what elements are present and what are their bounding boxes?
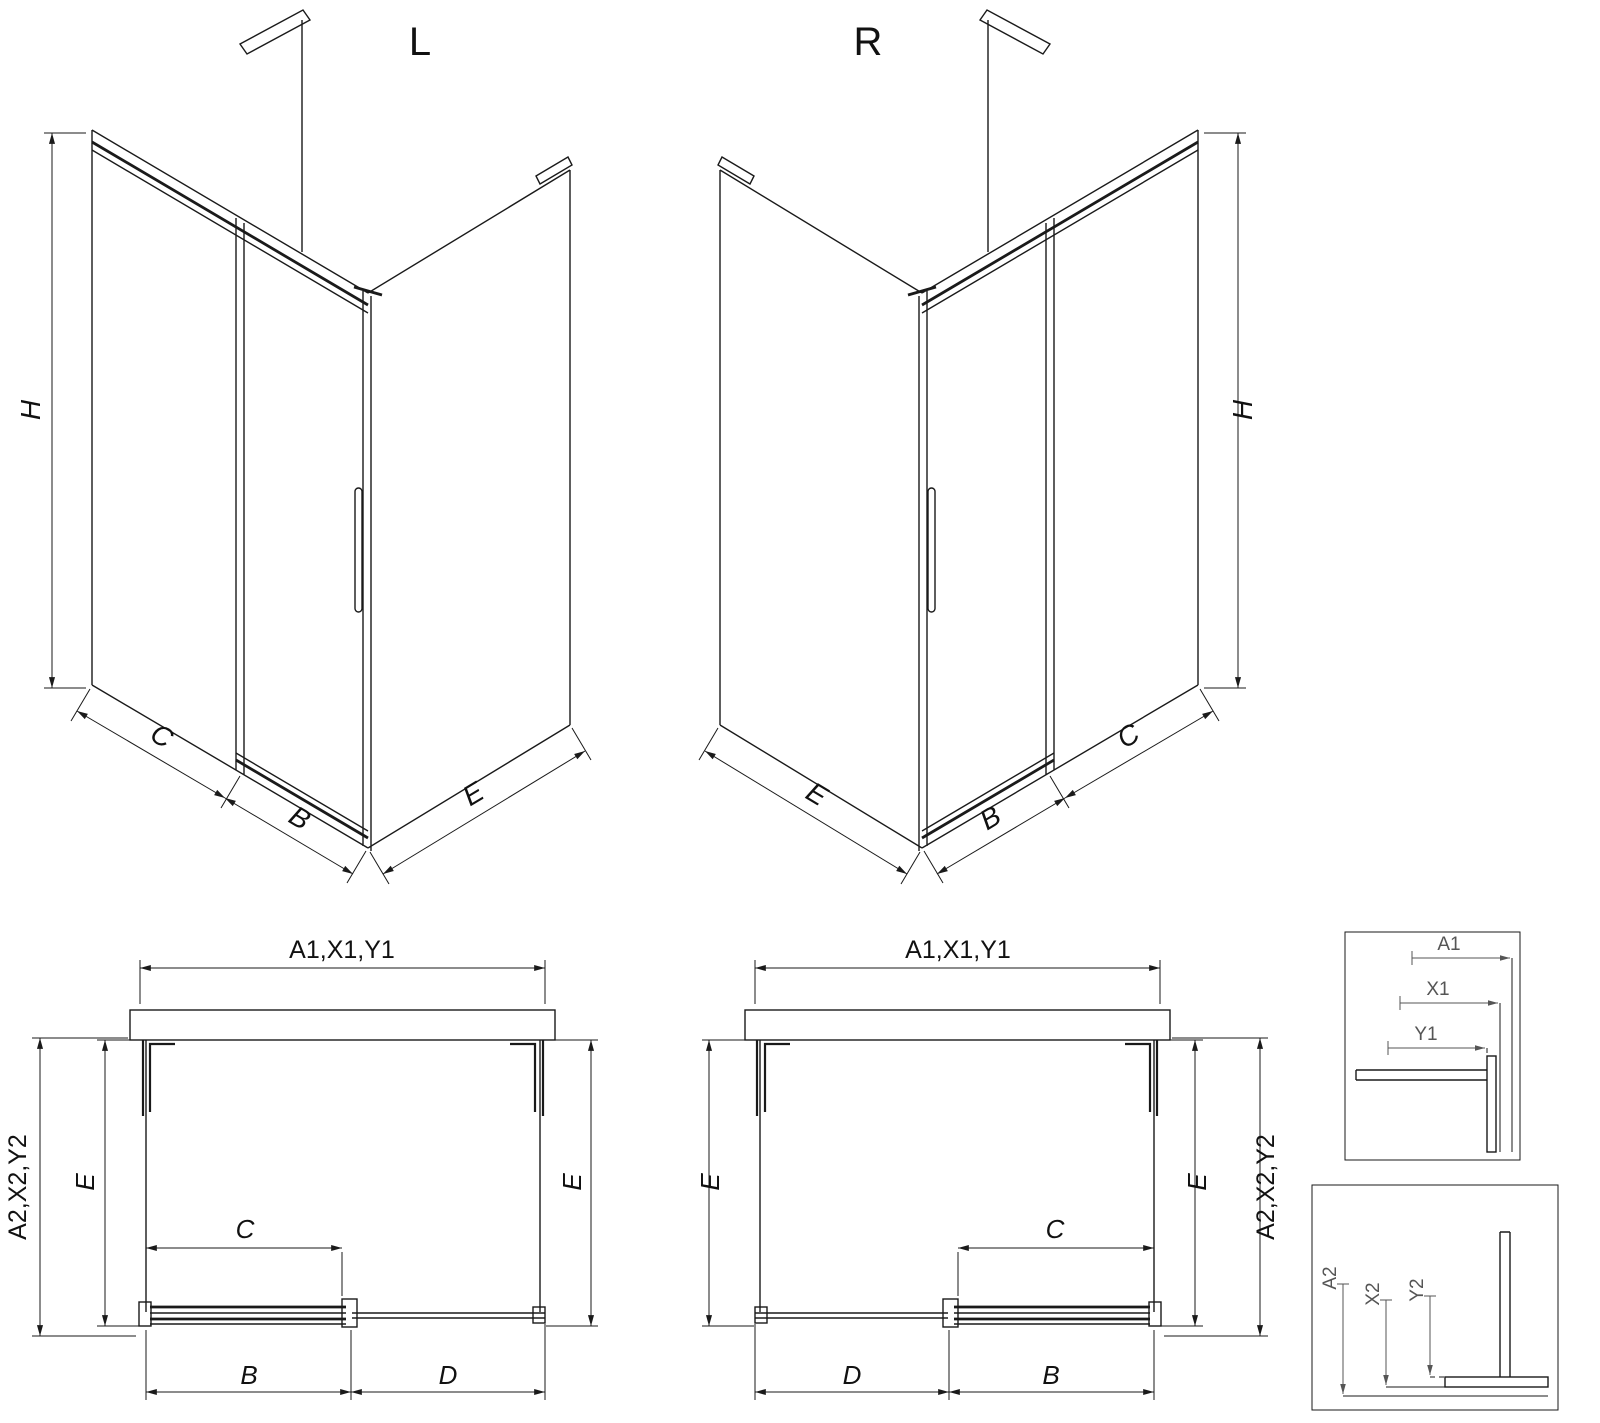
detail-width-glass-section (1486, 1055, 1497, 1153)
plan-left-width-label: A1,X1,Y1 (289, 936, 395, 964)
plan-view-right: A1,X1,Y1 A2,X2,Y2 E E C B D (695, 936, 1280, 1400)
plan-left-depth-outer-label: A2,X2,Y2 (4, 1134, 32, 1240)
iso-view-left: L H C B E (15, 10, 591, 884)
iso-right-title: R (854, 20, 883, 64)
iso-right-geometry (699, 10, 1246, 884)
detail-width-frame (1344, 931, 1521, 1161)
iso-left-height-label: H (15, 399, 46, 420)
detail-y2-label: Y2 (1407, 1278, 1428, 1301)
plan-right-width-label: A1,X1,Y1 (905, 936, 1011, 964)
detail-a2-label: A2 (1320, 1266, 1341, 1289)
detail-width-wall-profile (1355, 1069, 1487, 1081)
plan-right-depth-right-label: E (1182, 1173, 1212, 1191)
plan-left-opening-label: C (236, 1214, 255, 1244)
detail-x2-label: X2 (1363, 1282, 1384, 1305)
detail-y1-label: Y1 (1414, 1024, 1437, 1045)
plan-left-depth-right-label: E (557, 1173, 587, 1191)
detail-width-section: A1 X1 Y1 (1344, 931, 1521, 1161)
detail-depth-wall-profile (1499, 1231, 1511, 1377)
iso-left-title: L (409, 20, 431, 64)
detail-width-reference-lines (1499, 958, 1513, 1152)
plan-right-depth-left-label: E (695, 1173, 725, 1191)
iso-right-height-label: H (1227, 399, 1258, 420)
iso-left-geometry (44, 10, 591, 884)
plan-view-left: A1,X1,Y1 A2,X2,Y2 E E C B D (4, 936, 598, 1400)
detail-depth-reference-lines (1343, 1386, 1548, 1397)
detail-x1-label: X1 (1426, 979, 1449, 1000)
detail-depth-section: A2 X2 Y2 (1311, 1184, 1559, 1411)
detail-depth-frame (1311, 1184, 1559, 1411)
plan-right-door-label: B (1042, 1360, 1059, 1390)
plan-left-door-label: B (240, 1360, 257, 1390)
plan-left-geometry (32, 960, 598, 1400)
plan-right-opening-label: C (1046, 1214, 1065, 1244)
iso-right-side-label: E (801, 776, 833, 812)
detail-a1-label: A1 (1437, 934, 1460, 955)
plan-right-fixed-label: D (843, 1360, 862, 1390)
iso-view-right: R H C B E (699, 10, 1258, 884)
iso-left-side-label: E (457, 776, 489, 812)
iso-right-fixed-label: C (1112, 717, 1146, 754)
plan-left-depth-left-label: E (70, 1173, 100, 1191)
detail-depth-glass-section (1444, 1376, 1549, 1388)
plan-right-depth-outer-label: A2,X2,Y2 (1252, 1134, 1280, 1240)
iso-left-fixed-label: C (145, 717, 179, 754)
plan-left-fixed-label: D (439, 1360, 458, 1390)
